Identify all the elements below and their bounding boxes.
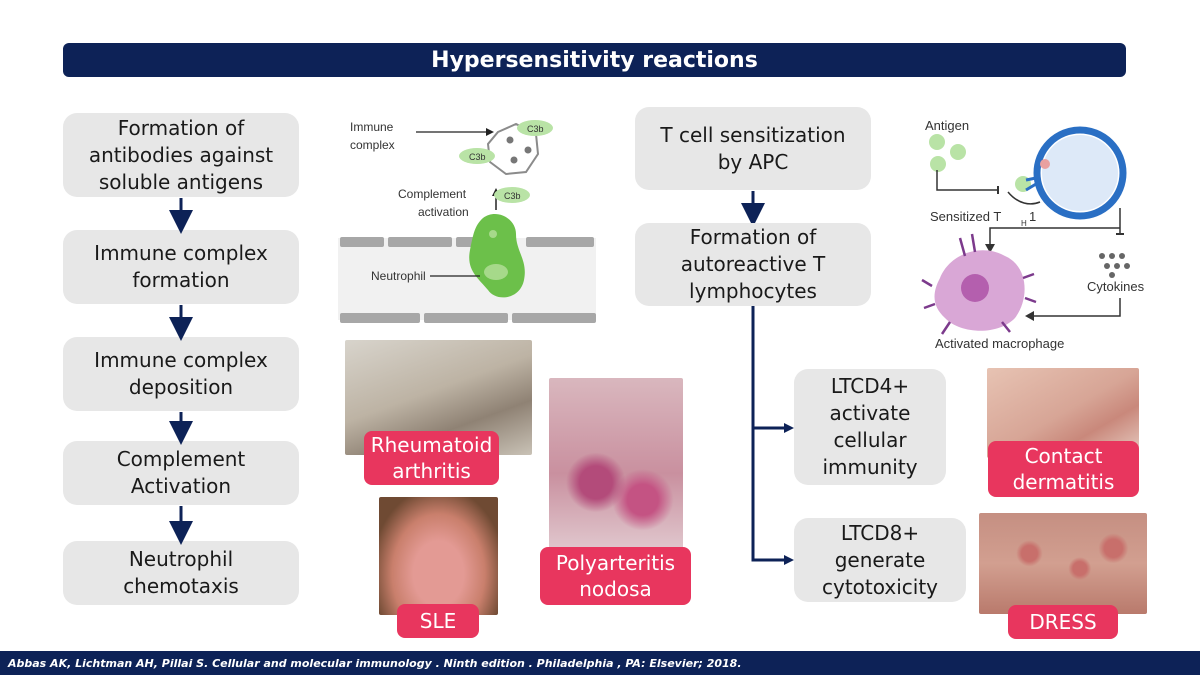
immune-label-2: complex xyxy=(350,138,395,152)
c3b-label-2: C3b xyxy=(469,152,486,162)
flow-step-complex-formation: Immune complex formation xyxy=(63,230,299,304)
immune-label-1: Immune xyxy=(350,120,394,134)
cytokines-label: Cytokines xyxy=(1087,279,1145,294)
dress-label: DRESS xyxy=(1008,605,1118,639)
complement-label-1: Complement xyxy=(398,187,467,201)
citation-footer: Abbas AK, Lichtman AH, Pillai S. Cellula… xyxy=(0,651,1200,675)
polyarteritis-label: Polyarteritis nodosa xyxy=(540,547,691,605)
ltcd8-box: LTCD8+ generate cytotoxicity xyxy=(794,518,966,602)
ltcd4-box: LTCD4+ activate cellular immunity xyxy=(794,369,946,485)
flow-step-complement-activation: Complement Activation xyxy=(63,441,299,505)
page-title: Hypersensitivity reactions xyxy=(63,43,1126,77)
arrow-mid-branch-main xyxy=(751,306,786,562)
dress-photo xyxy=(979,513,1147,614)
complement-label-2: activation xyxy=(418,205,469,219)
arrowhead-upper xyxy=(784,423,794,433)
arrowhead-lower xyxy=(784,555,794,565)
autoreactive-t-box: Formation of autoreactive T lymphocytes xyxy=(635,223,871,306)
c3b-label-1: C3b xyxy=(527,124,544,134)
c3b-label-3: C3b xyxy=(504,191,521,201)
contact-dermatitis-label: Contact dermatitis xyxy=(988,441,1139,497)
neutrophil-label: Neutrophil xyxy=(371,269,426,283)
sensitized-sub-label: H xyxy=(1021,219,1027,228)
polyarteritis-photo xyxy=(549,378,683,552)
flow-step-antibody-formation: Formation of antibodies against soluble … xyxy=(63,113,299,197)
t-cell-sensitization-box: T cell sensitization by APC xyxy=(635,107,871,190)
sle-label: SLE xyxy=(397,604,479,638)
sensitized-label: Sensitized T xyxy=(930,209,1001,224)
sensitized-suffix-label: 1 xyxy=(1029,209,1036,224)
flow-step-neutrophil-chemotaxis: Neutrophil chemotaxis xyxy=(63,541,299,605)
rheumatoid-arthritis-label: Rheumatoid arthritis xyxy=(364,431,499,485)
immune-complex-diagram: Immune complex C3b C3b C3b Complement ac… xyxy=(338,120,596,323)
th1-macrophage-diagram: Antigen Sensitized T H 1 Cytokines Activ… xyxy=(921,118,1145,351)
macrophage-label: Activated macrophage xyxy=(935,336,1064,351)
flow-step-complex-deposition: Immune complex deposition xyxy=(63,337,299,411)
antigen-label: Antigen xyxy=(925,118,969,133)
sle-photo xyxy=(379,497,498,615)
